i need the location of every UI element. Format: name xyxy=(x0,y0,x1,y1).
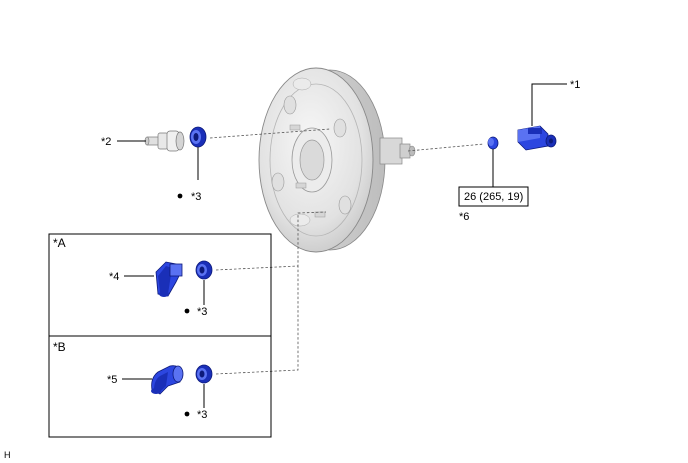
torque-spec-box: 26 (265, 19) xyxy=(458,186,529,207)
callout-4: *4 xyxy=(109,271,119,283)
callout-3-panel-a: *3 xyxy=(197,306,207,318)
brake-booster-assembly xyxy=(258,67,416,253)
panel-a-label: *A xyxy=(53,236,66,250)
callout-5: *5 xyxy=(107,374,117,386)
torque-spec-text: 26 (265, 19) xyxy=(464,191,523,203)
variant-panels: *A *B xyxy=(48,233,272,438)
bullet-dot-icon xyxy=(184,308,190,314)
callout-3-panel-b: *3 xyxy=(197,409,207,421)
lock-nut-part xyxy=(487,136,499,150)
union-part-b xyxy=(151,365,184,395)
alignment-lines xyxy=(209,128,485,375)
callout-3-top: *3 xyxy=(191,191,201,203)
union-part-a xyxy=(155,261,183,297)
leader-lines xyxy=(117,83,567,408)
check-valve-part xyxy=(144,130,185,152)
clevis-part xyxy=(517,125,557,151)
grommet-top xyxy=(189,126,207,148)
grommet-panel-a xyxy=(195,260,213,280)
bullet-dot-icon xyxy=(177,193,183,199)
grommet-panel-b xyxy=(195,364,213,384)
callout-2: *2 xyxy=(101,136,111,148)
panel-b-label: *B xyxy=(53,340,66,354)
corner-mark: H xyxy=(4,450,11,460)
callout-6: *6 xyxy=(459,211,469,223)
bullet-dot-icon xyxy=(184,411,190,417)
callout-1: *1 xyxy=(570,79,580,91)
booster-push-rod xyxy=(379,137,416,165)
